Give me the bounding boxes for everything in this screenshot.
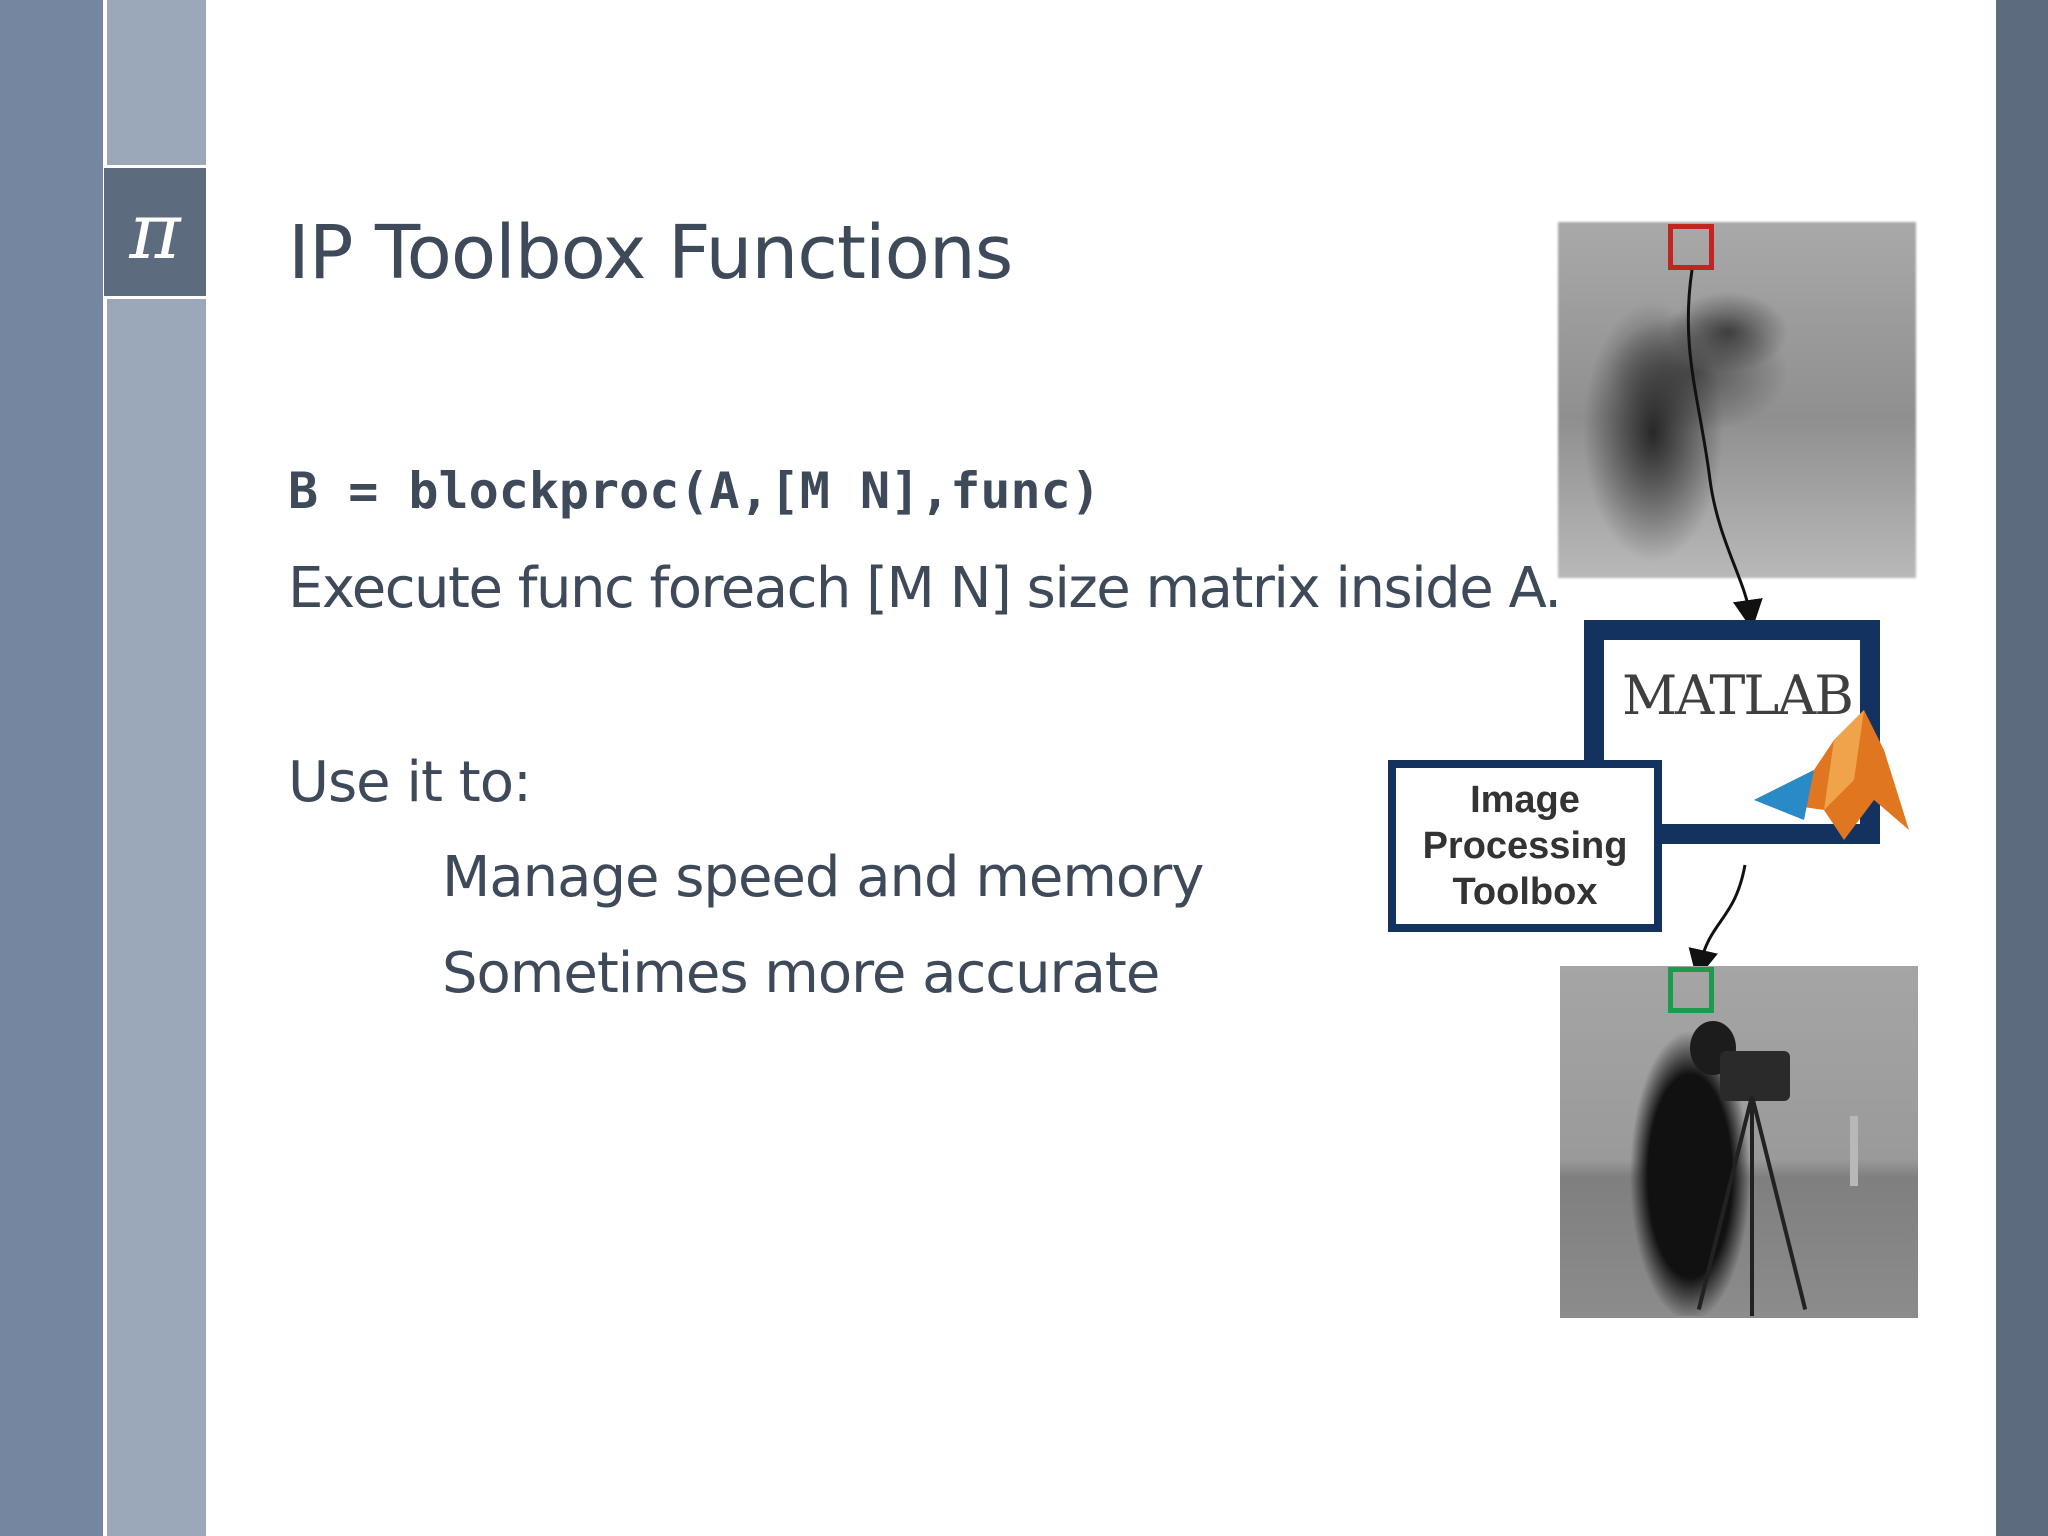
toolbox-label-line: Toolbox [1452,871,1598,913]
use-list: Manage speed and memory Sometimes more a… [442,843,1204,1035]
toolbox-label-line: Processing [1422,825,1628,867]
tripod-leg [1750,1095,1808,1310]
toolbox-label-line: Image [1470,779,1580,821]
pi-logo: π [104,165,206,299]
list-item: Sometimes more accurate [442,941,1160,1006]
blockproc-figure: MATLAB Image Processing Toolbox [1380,200,1920,1330]
blurred-input-image [1558,222,1916,578]
slide-title: IP Toolbox Functions [288,210,1013,296]
description-text: Execute func foreach [M N] size matrix i… [288,556,1562,621]
pi-icon: π [129,187,181,277]
input-block-marker [1668,224,1714,270]
tripod-leg [1750,1096,1754,1316]
background-tower [1850,1116,1858,1186]
code-snippet: B = blockproc(A,[M N],func) [288,462,1101,520]
right-sidebar [1996,0,2048,1536]
processed-output-image [1560,966,1918,1318]
camera-shape [1720,1051,1790,1101]
use-heading: Use it to: [288,750,532,815]
matlab-logo: MATLAB [1622,664,1854,727]
left-sidebar-outer [0,0,103,1536]
arrow-input-to-matlab [1686,269,1763,630]
list-item: Manage speed and memory [442,845,1204,910]
toolbox-label-box: Image Processing Toolbox [1388,760,1662,932]
left-sidebar-divider [103,0,107,1536]
output-block-marker [1668,967,1714,1013]
flow-arrows [1686,269,1763,980]
matlab-membrane-icon [1754,710,1909,840]
arrow-matlab-to-output [1688,864,1747,980]
